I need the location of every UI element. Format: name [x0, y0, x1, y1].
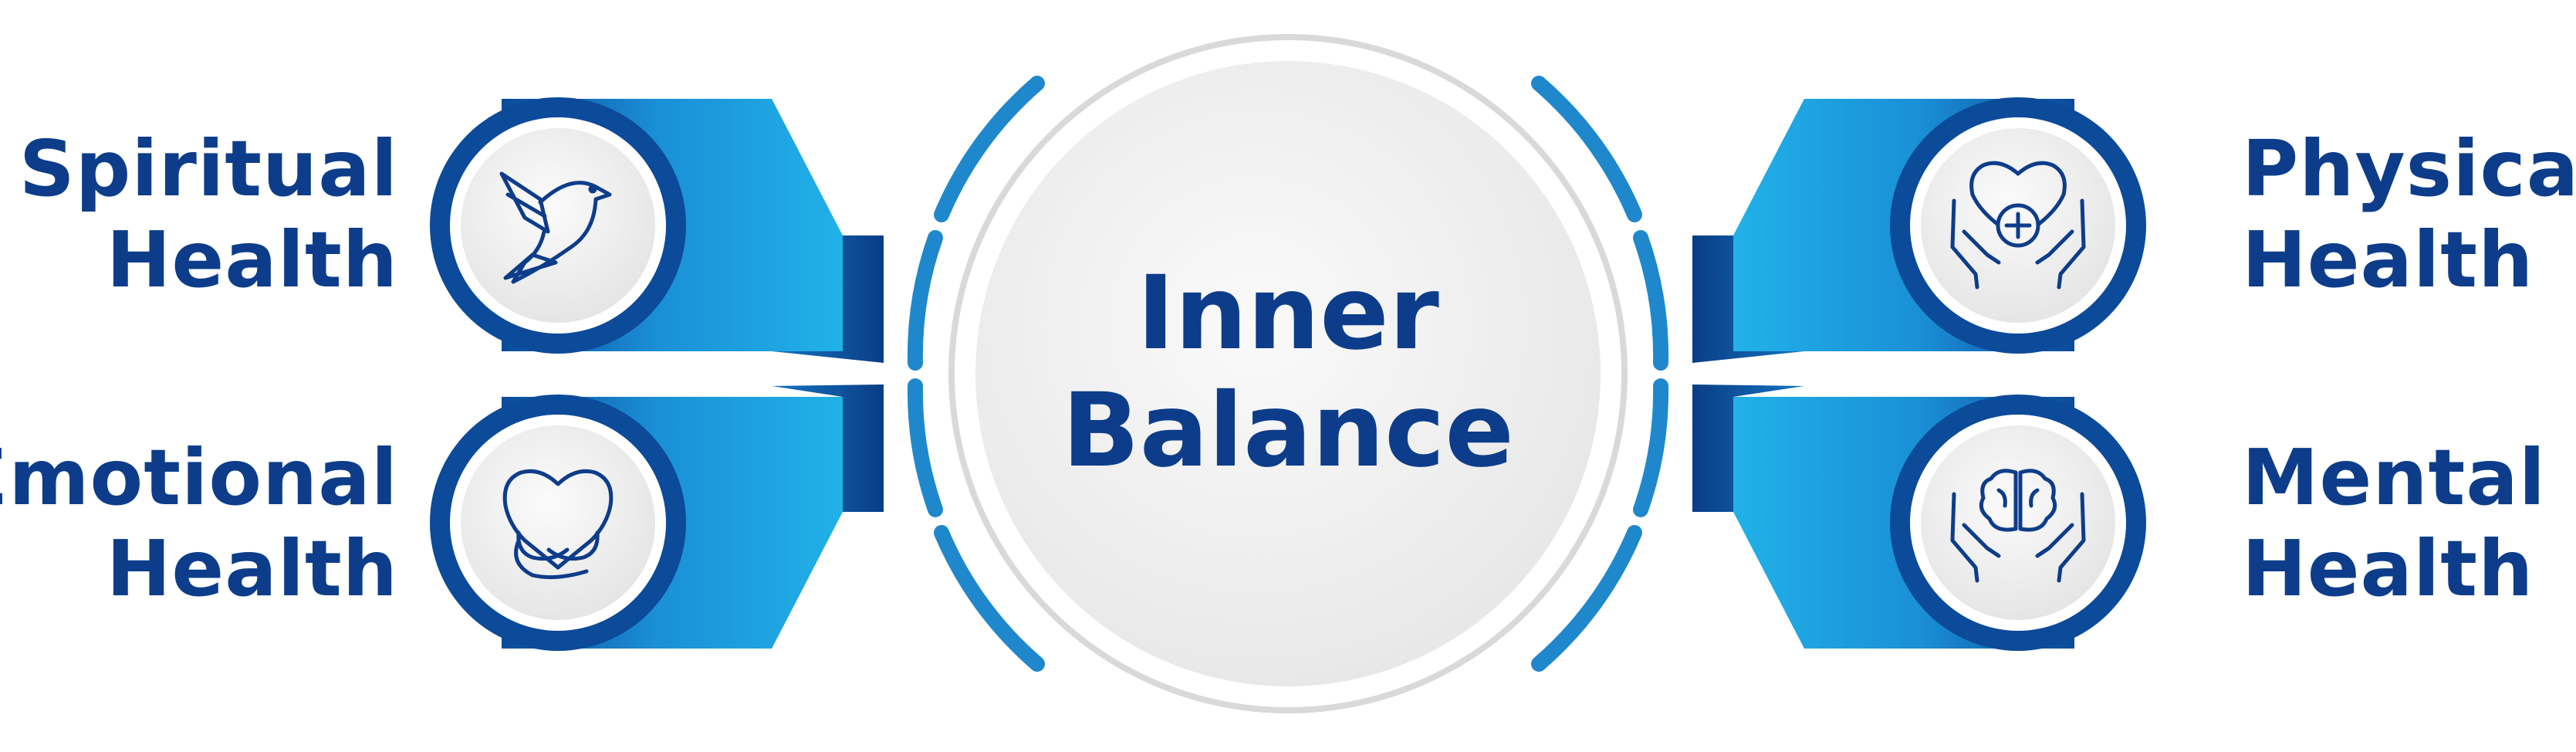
ribbon-emotional [430, 384, 884, 651]
label-line: Health [106, 523, 398, 614]
label-line: Physical [2242, 124, 2576, 214]
center-circle [948, 34, 1628, 713]
center-arcs [907, 76, 1669, 672]
hugging-heart-icon [502, 469, 614, 580]
label-line: Health [2242, 215, 2534, 305]
label-mental-health: Mental Health [2242, 432, 2546, 615]
label-physical-health: Physical Health [2242, 124, 2576, 306]
hands-brain-icon [1950, 469, 2086, 583]
label-line: Emotional [0, 432, 398, 523]
label-line: Mental [2242, 432, 2547, 523]
label-line: Spiritual [19, 124, 398, 214]
label-line: Health [2242, 523, 2534, 614]
hands-heart-plus-icon [1950, 161, 2086, 290]
ribbon-physical [1692, 97, 2146, 363]
dove-icon [499, 171, 612, 284]
center-title: Inner Balance [979, 255, 1597, 489]
ribbon-mental [1692, 384, 2146, 651]
label-line: Health [106, 215, 398, 305]
label-spiritual-health: Spiritual Health [19, 124, 398, 306]
ribbon-spiritual [430, 97, 884, 363]
center-title-line: Inner [1137, 254, 1439, 373]
label-emotional-health: Emotional Health [0, 432, 398, 615]
center-title-line: Balance [1062, 371, 1514, 490]
